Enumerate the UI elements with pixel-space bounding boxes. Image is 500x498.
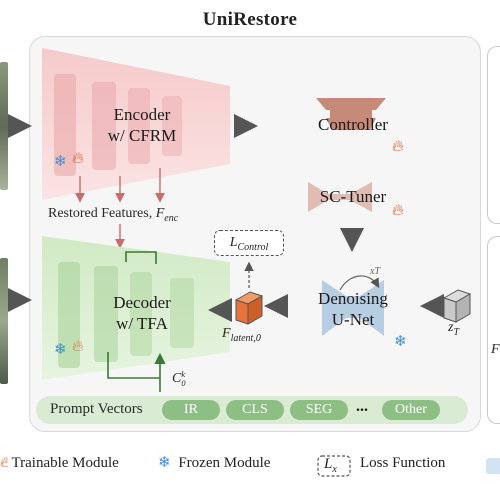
controller-shape: [316, 98, 386, 110]
decoder-flame-icon: 🔥︎: [72, 338, 84, 355]
right-panel-top-edge: [487, 46, 500, 224]
f-latent-label: Flatent,0: [222, 326, 261, 344]
prompt-ellipsis: ...: [356, 398, 368, 415]
legend-frozen: ❄ Frozen Module: [158, 452, 270, 474]
legend-trainable: 🔥︎ Trainable Module: [0, 452, 119, 474]
legend-snowflake-icon: ❄: [158, 455, 171, 471]
sc-tuner-label: SC-Tuner: [319, 187, 387, 206]
encoder-frozen-icon: ❄: [54, 154, 67, 170]
restored-features-label: Restored Features, Fenc: [48, 206, 179, 224]
latent-cube: [234, 291, 264, 325]
legend-right-fragment: [486, 458, 500, 474]
legend-loss-label: Loss Function: [360, 455, 446, 471]
right-edge-f-label: F: [491, 342, 500, 357]
prompt-pill-seg: SEG: [290, 400, 348, 420]
left-input-image-bottom: [0, 258, 8, 384]
controller-flame-icon: 🔥︎: [392, 138, 404, 155]
prompt-pill-ir: IR: [162, 400, 220, 420]
diagram-title: UniRestore: [202, 9, 298, 30]
unet-frozen-icon: ❄: [394, 334, 407, 350]
decoder-frozen-icon: ❄: [54, 342, 67, 358]
left-input-image-top: [0, 62, 8, 190]
decoder-loop-line: [125, 251, 157, 264]
unet-xt-label: xT: [370, 266, 380, 277]
controller-label: Controller: [318, 115, 388, 134]
control-loss-box: LControl: [214, 230, 284, 256]
legend-flame-icon: 🔥︎: [0, 455, 8, 471]
right-panel-bottom-edge: [487, 236, 500, 424]
zt-label: zT: [448, 320, 460, 338]
prompt-pill-other: Other: [382, 400, 440, 420]
sc-tuner-shape: [308, 182, 372, 212]
legend-loss-symbol: Lx: [324, 456, 337, 475]
legend-loss-box: [317, 455, 351, 477]
legend-trainable-label: Trainable Module: [11, 455, 119, 471]
unet-shape: [322, 280, 384, 336]
noise-cube-zt: [442, 289, 472, 323]
sc-tuner-flame-icon: 🔥︎: [392, 202, 404, 219]
decoder-bottom-line: [107, 352, 160, 379]
unet-loop-arrow: [339, 275, 380, 291]
prompt-vectors-label: Prompt Vectors: [50, 401, 143, 417]
prompt-pill-cls: CLS: [226, 400, 284, 420]
encoder-flame-icon: 🔥︎: [72, 150, 84, 167]
legend-frozen-label: Frozen Module: [178, 455, 271, 471]
